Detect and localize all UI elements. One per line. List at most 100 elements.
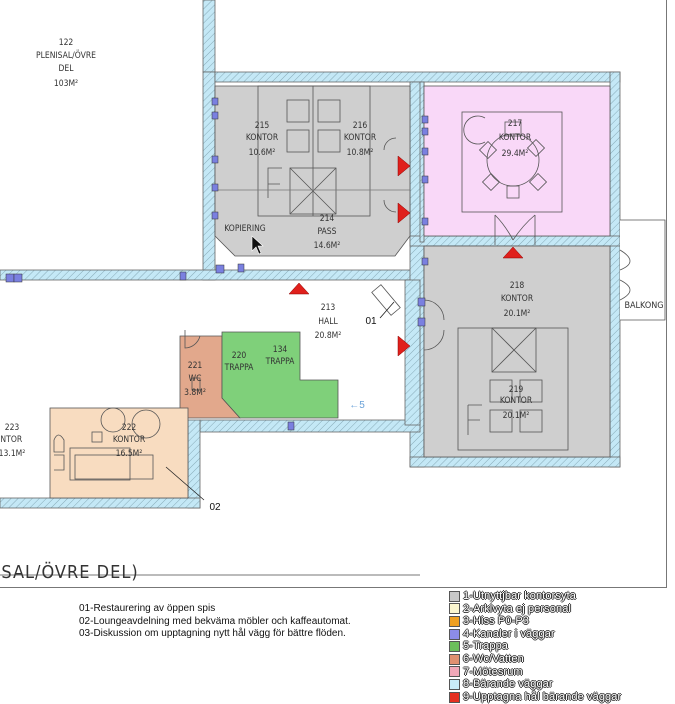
room-222-number: 222 <box>122 423 137 433</box>
opening-markers <box>288 155 524 357</box>
wall-ducts <box>5 97 429 431</box>
note-item: 02-Loungeavdelning med bekväma möbler oc… <box>79 615 351 627</box>
note-item: 03-Diskussion om upptagning nytt hål väg… <box>79 628 346 639</box>
wall-segment <box>404 279 421 426</box>
room-218-219-fill <box>423 245 611 458</box>
opening-marker <box>397 335 411 357</box>
room-216-area: 10.8M² <box>347 148 374 158</box>
legend-swatch <box>449 603 460 615</box>
legend-item: 1-Utnyttjbar kontorsyta <box>449 590 621 603</box>
room-215-area: 10.6M² <box>249 148 276 158</box>
room-215-number: 215 <box>255 121 270 131</box>
legend-label: 4-Kanaler i väggar <box>463 627 555 640</box>
legend-label: 8-Bärande väggar <box>463 678 553 691</box>
legend-label: 3-Hiss P0-P3 <box>463 615 529 628</box>
room-217-name: KONTOR <box>499 133 532 143</box>
legend-label: 6-Wc/Vatten <box>463 652 524 665</box>
doors <box>215 137 445 351</box>
marker-02: 02 <box>209 502 221 513</box>
marker-01: 01 <box>365 316 377 327</box>
room-221-name: WC <box>189 374 202 384</box>
room-223-area: 13.1M² <box>0 449 25 459</box>
legend-item: 9-Upptagna hål bärande väggar <box>449 691 621 704</box>
room-219-number: 219 <box>509 385 524 395</box>
legend-label: 1-Utnyttjbar kontorsyta <box>463 590 576 602</box>
room-122-number: 122 <box>59 38 74 48</box>
kopiering-label: KOPIERING <box>224 224 266 234</box>
room-218-name: KONTOR <box>501 294 534 304</box>
note-markers: 01 02 ←5 <box>165 301 395 513</box>
cursor-icon <box>251 235 264 255</box>
legend-item: 6-Wc/Vatten <box>449 653 621 666</box>
legend-item: 8-Bärande väggar <box>449 678 621 691</box>
room-labels: 122 PLENISAL/ÖVRE DEL 103M² 215 KONTOR 1… <box>0 38 664 583</box>
legend-item: 2-Arkivyta ej personal <box>449 603 621 616</box>
legend-swatch <box>449 641 460 653</box>
legend-swatch <box>449 678 460 690</box>
room-122-name-2: DEL <box>59 64 75 74</box>
room-222-name: KONTOR <box>113 435 146 445</box>
legend-label: 2-Arkivyta ej personal <box>463 602 571 615</box>
room-134-name: TRAPPA <box>265 357 296 367</box>
room-223-number: 223 <box>5 423 20 433</box>
room-218-number: 218 <box>510 281 525 291</box>
legend-label: 9-Upptagna hål bärande väggar <box>463 690 622 703</box>
room-221-area: 3.8M² <box>184 388 206 398</box>
room-222-fill <box>49 407 189 499</box>
room-122-name: PLENISAL/ÖVRE <box>36 50 96 61</box>
room-216-name: KONTOR <box>344 133 377 143</box>
floor-plan: 122 PLENISAL/ÖVRE DEL 103M² 215 KONTOR 1… <box>0 0 666 583</box>
legend-swatch <box>449 666 460 678</box>
legend-swatch <box>449 691 460 703</box>
balkong-label: BALKONG <box>624 301 663 311</box>
legend-swatch <box>449 628 460 640</box>
legend-swatch <box>449 590 460 602</box>
room-fills <box>49 85 611 499</box>
legend-item: 3-Hiss P0-P3 <box>449 615 621 628</box>
wall-segment <box>409 456 621 468</box>
room-214-area: 14.6M² <box>314 241 341 251</box>
wall-segment <box>609 71 621 468</box>
room-122-area: 103M² <box>54 79 78 89</box>
wall-segment <box>199 419 421 433</box>
room-223-name: KONTOR <box>0 435 23 445</box>
room-217-number: 217 <box>508 119 523 129</box>
furniture <box>53 85 666 481</box>
room-217-area: 29.4M² <box>502 149 529 159</box>
opening-marker <box>288 282 310 295</box>
frame-bottom-line <box>0 587 667 588</box>
room-218-area: 20.1M² <box>504 309 531 319</box>
room-134-number: 134 <box>273 345 288 355</box>
opening-marker <box>397 202 411 224</box>
room-215-name: KONTOR <box>246 133 279 143</box>
frame-right-line <box>666 0 667 588</box>
legend-item: 5-Trappa <box>449 640 621 653</box>
legend-label: 5-Trappa <box>463 640 509 653</box>
room-213-area: 20.8M² <box>315 331 342 341</box>
wall-segment <box>0 269 421 281</box>
wall-segment <box>202 0 216 73</box>
room-214-215-216-fill <box>214 85 411 257</box>
room-213-number: 213 <box>321 303 336 313</box>
room-220-name: TRAPPA <box>224 363 255 373</box>
room-219-area: 20.1M² <box>503 411 530 421</box>
note-item: 01-Restaurering av öppen spis <box>79 603 216 614</box>
room-222-area: 16.5M² <box>116 449 143 459</box>
wall-segment <box>214 71 621 83</box>
legend-item: 7-Mötesrum <box>449 666 621 679</box>
room-217-fill <box>423 85 611 237</box>
legend-item: 4-Kanaler i väggar <box>449 628 621 641</box>
wall-segment <box>0 497 201 509</box>
arrow-marker-5: ←5 <box>349 400 365 411</box>
room-219-name: KONTOR <box>500 396 533 406</box>
legend-label: 7-Mötesrum <box>463 665 523 678</box>
room-214-number: 214 <box>320 214 335 224</box>
opening-marker <box>502 246 524 259</box>
room-220-number: 220 <box>232 351 247 361</box>
plenum-bottom-label: SAL/ÖVRE DEL) <box>1 561 138 583</box>
room-221-number: 221 <box>188 361 203 371</box>
legend-swatch <box>449 615 460 627</box>
legend: 1-Utnyttjbar kontorsyta 2-Arkivyta ej pe… <box>449 590 621 703</box>
opening-marker <box>397 155 411 177</box>
notes-list: 01-Restaurering av öppen spis 02-Loungea… <box>79 603 351 641</box>
